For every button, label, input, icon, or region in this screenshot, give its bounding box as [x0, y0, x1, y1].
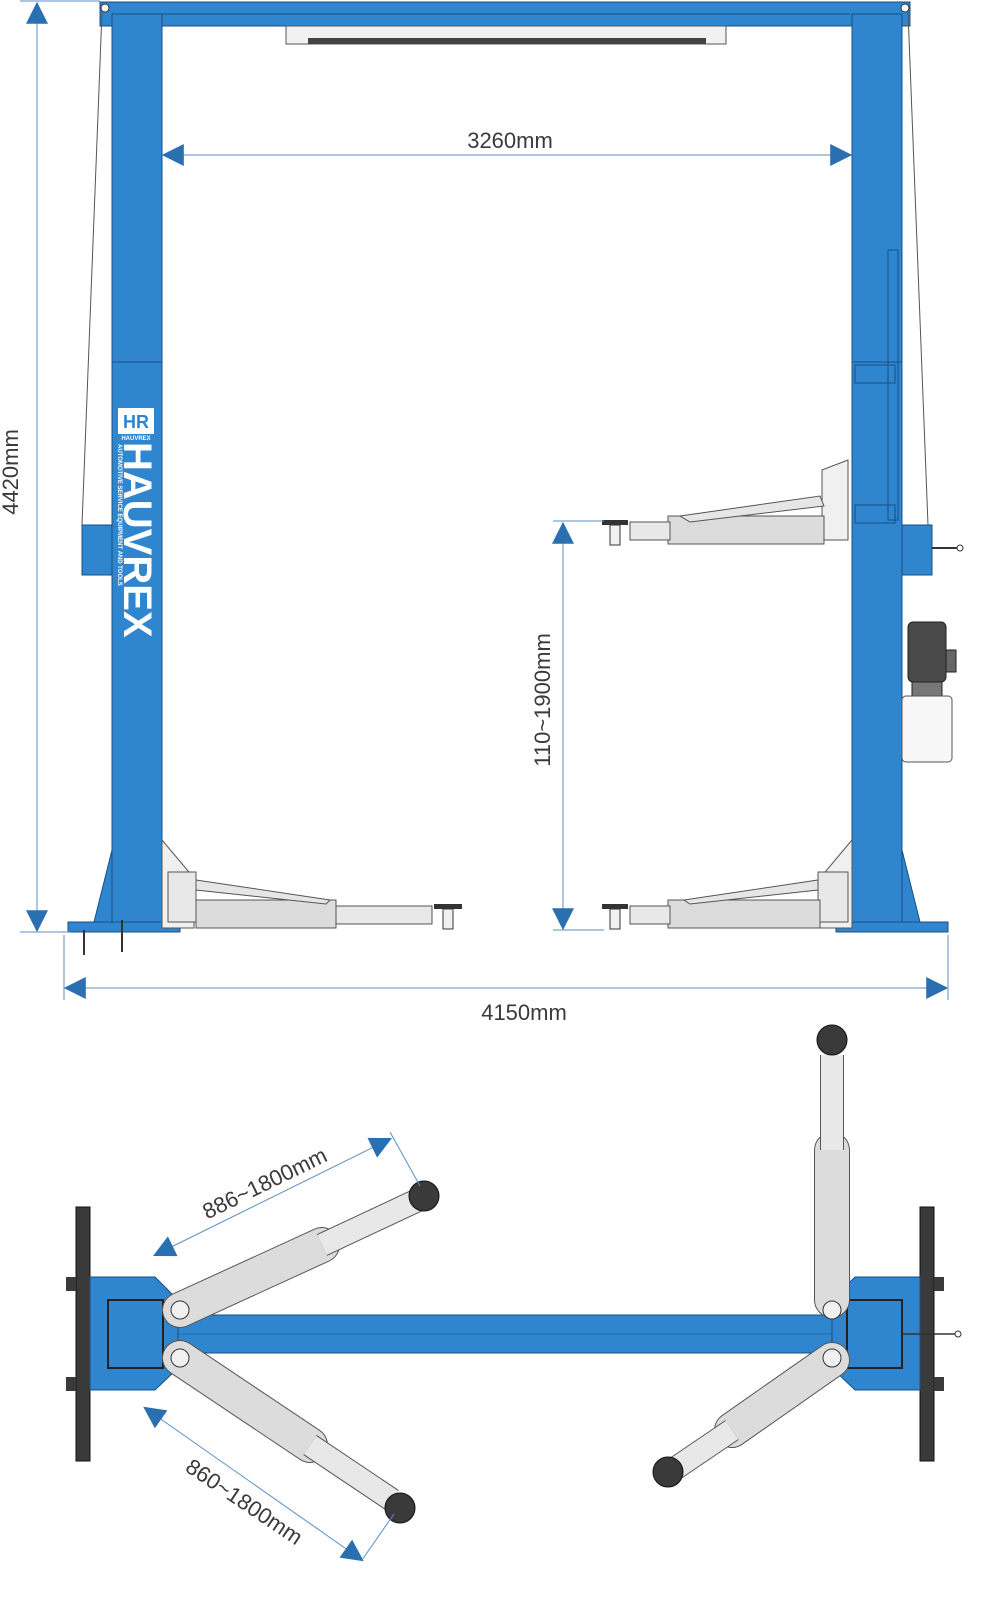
dim-total-height-label: 4420mm [0, 429, 23, 515]
dim-lift-range-label: 110~1900mm [530, 633, 555, 767]
dim-arm-long-label: 886~1800mm [198, 1142, 330, 1224]
left-gusset [91, 849, 113, 931]
brand-name: HAUVREX [115, 442, 159, 638]
arm-left-lower [161, 838, 462, 930]
dim-arm-short-label: 860~1800mm [181, 1454, 307, 1550]
left-base-rail [75, 1206, 91, 1462]
dim-total-width: 4150mm [63, 935, 949, 1025]
arm-right-lower [602, 838, 853, 930]
motor [907, 621, 947, 683]
logo-mark: HR [123, 412, 149, 432]
dim-inner-width-label: 3260mm [467, 128, 553, 153]
left-carriage [81, 524, 113, 576]
arm-right-raised [602, 459, 849, 546]
plan-arm-right-upper [814, 1024, 850, 1318]
plan-arm-right-lower [652, 1342, 850, 1488]
dim-total-height: 4420mm [0, 0, 100, 933]
plan-view [66, 1024, 962, 1524]
pulley-right [900, 3, 910, 13]
brand-logo: HR HAUVREX [118, 408, 154, 442]
plan-arm-left-lower [162, 1340, 416, 1524]
right-column [851, 13, 903, 931]
oil-tank [901, 695, 953, 763]
right-gusset [901, 849, 923, 931]
brand-tagline: AUTOMOTIVE SERVICE EQUIPMENT AND TOOLS [116, 444, 122, 586]
right-base-plate [835, 921, 949, 933]
left-column [111, 13, 163, 931]
dim-arm-long: 886~1800mm [153, 1131, 421, 1257]
dim-total-width-label: 4150mm [481, 1000, 567, 1025]
logo-sub: HAUVREX [121, 436, 150, 442]
pulley-left [100, 3, 110, 13]
right-carriage [901, 524, 933, 576]
power-unit [901, 621, 957, 763]
left-plan-base [89, 1276, 179, 1391]
logo-box [118, 408, 154, 434]
dim-inner-width: 3260mm [161, 124, 853, 166]
dim-lift-range: 110~1900mm [530, 520, 604, 931]
front-view: HR HAUVREX HAUVREX AUTOMOTIVE SERVICE EQ… [67, 1, 964, 955]
